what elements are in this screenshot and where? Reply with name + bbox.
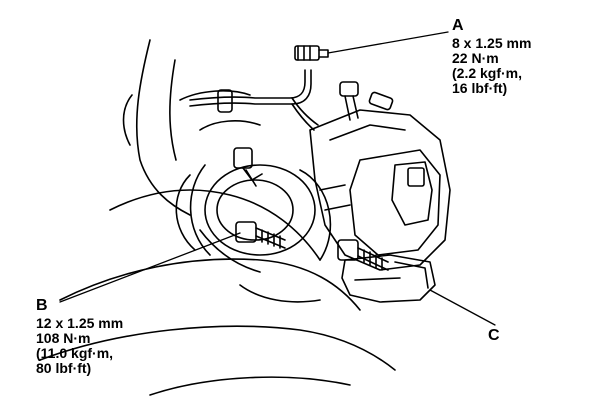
callout-a-line-2: 22 N·m bbox=[452, 50, 499, 66]
callout-c: C bbox=[488, 327, 500, 344]
callout-c-letter: C bbox=[488, 327, 500, 344]
callout-a: A 8 x 1.25 mm 22 N·m (2.2 kgf·m, 16 lbf·… bbox=[452, 17, 531, 96]
callout-a-letter: A bbox=[452, 17, 464, 34]
mounting-bolt-upper bbox=[233, 147, 263, 187]
callout-a-line-4: 16 lbf·ft) bbox=[452, 80, 507, 96]
caliper-body bbox=[309, 109, 451, 271]
bleeder-screw bbox=[339, 81, 394, 121]
callout-b-line-4: 80 lbf·ft) bbox=[36, 360, 91, 376]
leader-line-a bbox=[327, 31, 449, 54]
brake-hose bbox=[189, 69, 319, 131]
callout-b: B 12 x 1.25 mm 108 N·m (11.0 kgf·m, 80 l… bbox=[36, 297, 123, 376]
bolt-a bbox=[294, 45, 329, 61]
callout-b-line-1: 12 x 1.25 mm bbox=[36, 315, 123, 331]
callout-a-line-3: (2.2 kgf·m, bbox=[452, 65, 522, 81]
hub-assembly bbox=[175, 164, 332, 261]
caliper-bracket bbox=[341, 254, 436, 303]
leader-line-c bbox=[429, 289, 496, 326]
slide-pin-bolt bbox=[337, 239, 389, 271]
callout-a-line-1: 8 x 1.25 mm bbox=[452, 35, 531, 51]
steering-knuckle bbox=[39, 39, 396, 396]
bolt-b bbox=[235, 221, 286, 249]
callout-b-line-2: 108 N·m bbox=[36, 330, 90, 346]
callout-b-letter: B bbox=[36, 297, 48, 314]
leader-line-b bbox=[59, 232, 241, 303]
callout-b-line-3: (11.0 kgf·m, bbox=[36, 345, 113, 361]
